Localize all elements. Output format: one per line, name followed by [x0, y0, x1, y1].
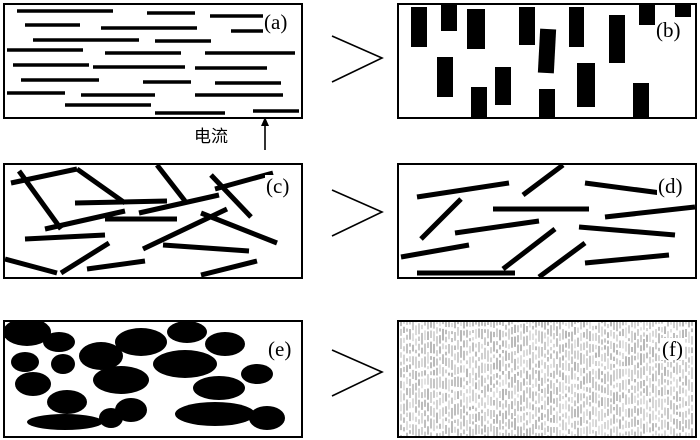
panel-c: (c) — [3, 163, 303, 279]
panel-c-graphic — [5, 165, 278, 277]
greater-than-sign-1 — [331, 35, 384, 83]
panel-f-label: (f) — [661, 337, 684, 361]
greater-than-sign-3 — [331, 349, 384, 397]
panel-b-graphic — [411, 5, 691, 117]
panel-d-graphic — [400, 165, 695, 277]
current-label: 电流 — [194, 127, 228, 147]
panel-b: (b) — [397, 3, 697, 119]
panel-a-label: (a) — [263, 10, 289, 34]
panel-e: (e) — [3, 320, 303, 438]
panel-c-label: (c) — [265, 174, 291, 198]
greater-than-sign-2 — [331, 189, 384, 237]
panel-b-label: (b) — [655, 18, 682, 42]
panel-f-graphic — [400, 322, 693, 436]
panel-e-label: (e) — [267, 337, 293, 361]
panel-f: (f) — [397, 320, 697, 438]
panel-a-graphic — [7, 9, 299, 115]
panel-a: (a) — [3, 3, 303, 119]
panel-d-label: (d) — [657, 174, 684, 198]
panel-d: (d) — [397, 163, 697, 279]
current-arrow-icon — [261, 117, 269, 150]
panel-e-graphic — [5, 322, 285, 430]
